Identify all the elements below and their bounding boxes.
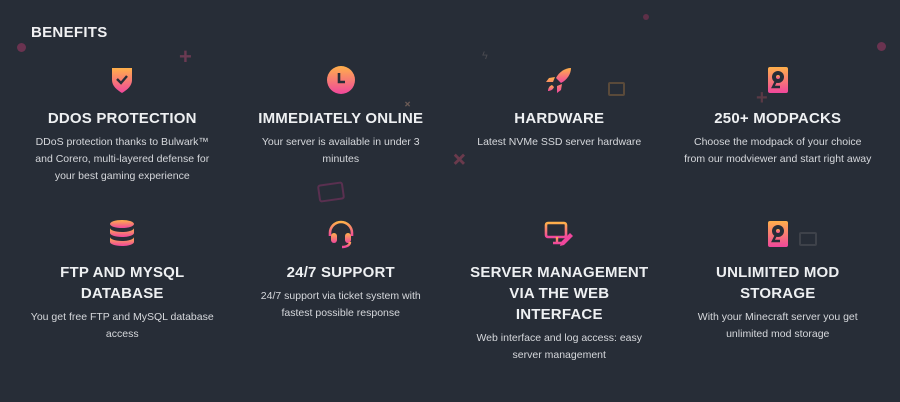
feature-card-mod-storage: UNLIMITED MOD STORAGE With your Minecraf… bbox=[669, 214, 888, 364]
feature-card-server-management: SERVER MANAGEMENT VIA THE WEB INTERFACE … bbox=[450, 214, 669, 364]
feature-card-ftp: FTP AND MYSQL DATABASE You get free FTP … bbox=[13, 214, 232, 364]
shield-check-icon bbox=[106, 64, 138, 96]
feature-title: 250+ MODPACKS bbox=[714, 110, 842, 127]
monitor-edit-icon bbox=[543, 218, 575, 250]
feature-title: 24/7 SUPPORT bbox=[286, 264, 395, 281]
feature-description: DDoS protection thanks to Bulwark™ and C… bbox=[35, 136, 210, 182]
hard-drive-icon bbox=[762, 218, 794, 250]
feature-title: IMMEDIATELY ONLINE bbox=[258, 110, 424, 127]
feature-description: 24/7 support via ticket system with fast… bbox=[260, 290, 421, 319]
feature-card-support: 24/7 SUPPORT 24/7 support via ticket sys… bbox=[232, 214, 451, 364]
feature-title: DDOS PROTECTION bbox=[47, 110, 197, 127]
feature-description: Web interface and log access: easy serve… bbox=[476, 332, 643, 361]
feature-description: You get free FTP and MySQL database acce… bbox=[30, 311, 214, 340]
feature-title: UNLIMITED MOD STORAGE bbox=[716, 264, 840, 302]
feature-description: Your server is available in under 3 minu… bbox=[261, 136, 420, 165]
feature-title: SERVER MANAGEMENT VIA THE WEB INTERFACE bbox=[470, 264, 649, 323]
features-grid: DDOS PROTECTION DDoS protection thanks t… bbox=[13, 60, 887, 364]
decor-dot bbox=[17, 43, 26, 52]
hard-drive-icon bbox=[762, 64, 794, 96]
feature-card-hardware: HARDWARE Latest NVMe SSD server hardware bbox=[450, 60, 669, 214]
feature-description: Latest NVMe SSD server hardware bbox=[477, 136, 642, 148]
feature-title: FTP AND MYSQL DATABASE bbox=[60, 264, 185, 302]
rocket-icon bbox=[543, 64, 575, 96]
database-icon bbox=[106, 218, 138, 250]
decor-dot bbox=[643, 14, 649, 20]
decor-dot bbox=[877, 42, 886, 51]
feature-description: With your Minecraft server you get unlim… bbox=[697, 311, 858, 340]
clock-icon bbox=[325, 64, 357, 96]
feature-description: Choose the modpack of your choice from o… bbox=[684, 136, 872, 165]
feature-card-ddos: DDOS PROTECTION DDoS protection thanks t… bbox=[13, 60, 232, 214]
feature-card-online: IMMEDIATELY ONLINE Your server is availa… bbox=[232, 60, 451, 214]
feature-title: HARDWARE bbox=[514, 110, 605, 127]
feature-card-modpacks: 250+ MODPACKS Choose the modpack of your… bbox=[669, 60, 888, 214]
section-title: BENEFITS bbox=[31, 24, 108, 41]
headset-icon bbox=[325, 218, 357, 250]
